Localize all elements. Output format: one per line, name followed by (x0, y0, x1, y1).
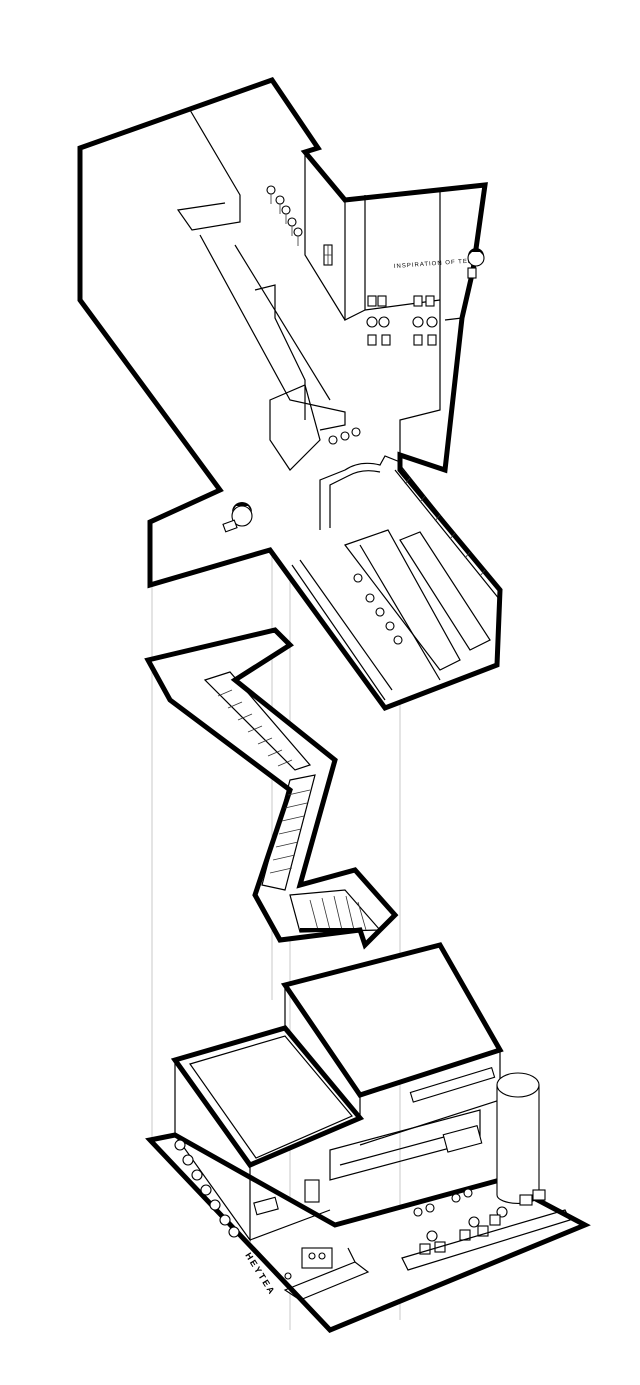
mural-character-icon (467, 248, 485, 279)
mural-boy-icon (222, 502, 253, 533)
table-set-left (366, 295, 391, 346)
staircase (144, 627, 399, 950)
ground-floor: HEYTEA (145, 942, 591, 1333)
stair-treads-lower (309, 895, 367, 931)
outdoor-stools-left (174, 1139, 240, 1238)
stair-treads-upper (217, 689, 293, 767)
kiosk-cart-icon (283, 1247, 370, 1301)
staircase-outline (144, 627, 399, 950)
stools-landing (328, 427, 361, 445)
upper-floor: INSPIRATION OF TEA (77, 76, 503, 712)
stair-treads-middle (269, 789, 311, 874)
bar-stools-lower-room (353, 573, 403, 645)
wall-sign-text: INSPIRATION OF TEA (394, 258, 473, 270)
bar-stools-upper (266, 185, 303, 246)
outdoor-seating-right (401, 1188, 571, 1271)
table-set-right (412, 295, 438, 346)
window-strip (394, 464, 501, 601)
cylinder-tower (496, 1072, 540, 1204)
